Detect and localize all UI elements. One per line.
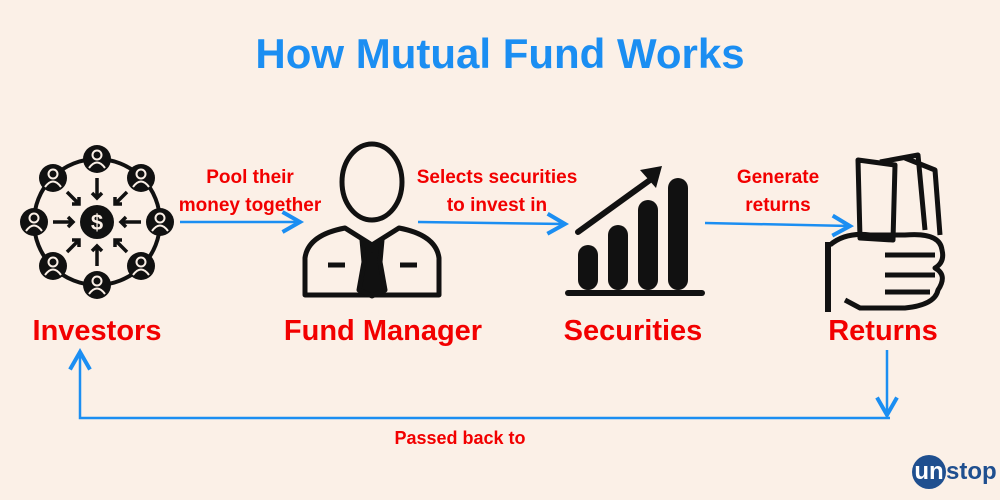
arrow-label-pool: Pool their money together (179, 164, 322, 220)
dollar-coin-icon (80, 205, 114, 239)
step-label-returns: Returns (828, 315, 938, 347)
arrow-label-line: money together (178, 195, 322, 216)
unstop-logo: un stop (912, 455, 997, 489)
return-arrow-label: Passed back to (394, 428, 526, 448)
arrow-label-select: Selects securities to invest in (417, 164, 578, 220)
arrow-manager-to-securities (417, 212, 570, 236)
arrow-label-generate: Generate returns (737, 164, 819, 220)
arrow-label-line: Selects securities (416, 167, 578, 188)
arrow-label-line: Pool their (206, 167, 294, 188)
growth-chart-icon (565, 166, 705, 296)
investors-network-icon: $ (19, 144, 175, 300)
svg-text:$: $ (91, 210, 103, 235)
arrow-label-line: returns (745, 195, 811, 216)
page-title: How Mutual Fund Works (255, 30, 745, 77)
step-label-securities: Securities (563, 315, 703, 347)
logo-suffix: stop (946, 458, 997, 485)
logo-prefix: un (912, 455, 946, 489)
step-label-investors: Investors (32, 315, 162, 347)
arrow-back-to-investors (68, 347, 890, 420)
flow-arrows (68, 210, 899, 420)
arrow-label-line: to invest in (446, 195, 548, 216)
step-label-fund-manager: Fund Manager (283, 315, 483, 347)
fund-manager-icon (302, 141, 442, 299)
inward-arrows-icon (53, 178, 141, 266)
hand-with-money-icon (825, 152, 946, 312)
arrow-securities-to-returns (704, 213, 855, 238)
arrow-label-line: Generate (736, 167, 820, 188)
